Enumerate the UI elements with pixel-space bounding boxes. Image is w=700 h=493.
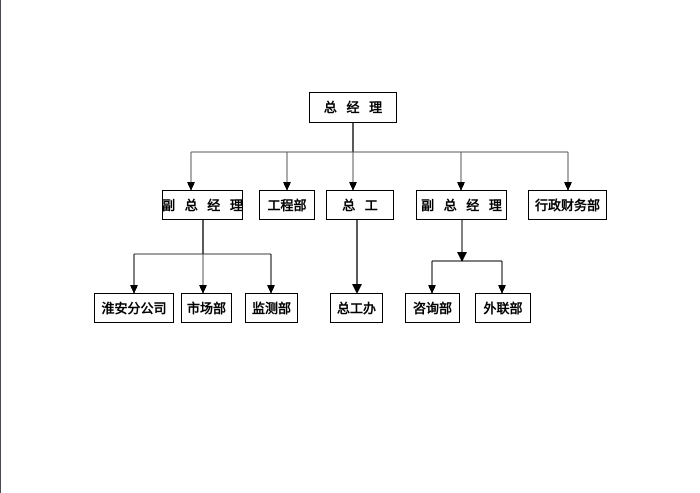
node-engineering-label: 工程部 <box>267 197 307 213</box>
node-chief-engineer-office[interactable]: 总工办 <box>330 293 383 323</box>
arrowhead-liaison <box>498 285 506 294</box>
arrowhead-deputy-gm-right-junction <box>457 252 467 262</box>
node-chief-engineer-label: 总 工 <box>342 197 381 213</box>
node-liaison-label: 外联部 <box>483 300 523 316</box>
node-monitoring-label: 监测部 <box>251 300 291 316</box>
arrowhead-engineering <box>283 182 291 191</box>
node-gm[interactable]: 总 经 理 <box>309 92 397 123</box>
node-chief-engineer-office-label: 总工办 <box>336 300 376 316</box>
node-deputy-gm-right[interactable]: 副 总 经 理 <box>416 190 507 220</box>
node-engineering[interactable]: 工程部 <box>259 190 315 220</box>
node-gm-label: 总 经 理 <box>323 100 386 115</box>
node-marketing-label: 市场部 <box>186 300 226 316</box>
arrowhead-marketing <box>199 285 207 294</box>
arrowhead-deputy-gm-right <box>457 182 465 191</box>
node-deputy-gm-right-label: 副 总 经 理 <box>421 197 505 213</box>
arrowhead-huaian-branch <box>130 285 138 294</box>
node-consulting-label: 咨询部 <box>412 300 452 316</box>
node-deputy-gm-left[interactable]: 副 总 经 理 <box>162 190 243 220</box>
node-marketing[interactable]: 市场部 <box>181 293 232 323</box>
node-huaian-branch-label: 淮安分公司 <box>101 300 167 316</box>
node-huaian-branch[interactable]: 淮安分公司 <box>94 293 174 323</box>
node-liaison[interactable]: 外联部 <box>475 293 531 323</box>
node-admin-finance-label: 行政财务部 <box>534 197 600 213</box>
node-deputy-gm-left-label: 副 总 经 理 <box>162 197 246 213</box>
node-chief-engineer[interactable]: 总 工 <box>326 190 394 220</box>
arrowhead-deputy-gm-left <box>187 182 195 191</box>
arrowhead-consulting <box>428 285 436 294</box>
arrowhead-chief-engineer <box>349 182 357 191</box>
node-admin-finance[interactable]: 行政财务部 <box>528 190 607 220</box>
arrowhead-admin-finance <box>564 182 572 191</box>
node-consulting[interactable]: 咨询部 <box>405 293 460 323</box>
node-monitoring[interactable]: 监测部 <box>245 293 298 323</box>
arrowhead-monitoring <box>267 285 275 294</box>
arrowhead-chief-engineer-office <box>352 284 362 294</box>
